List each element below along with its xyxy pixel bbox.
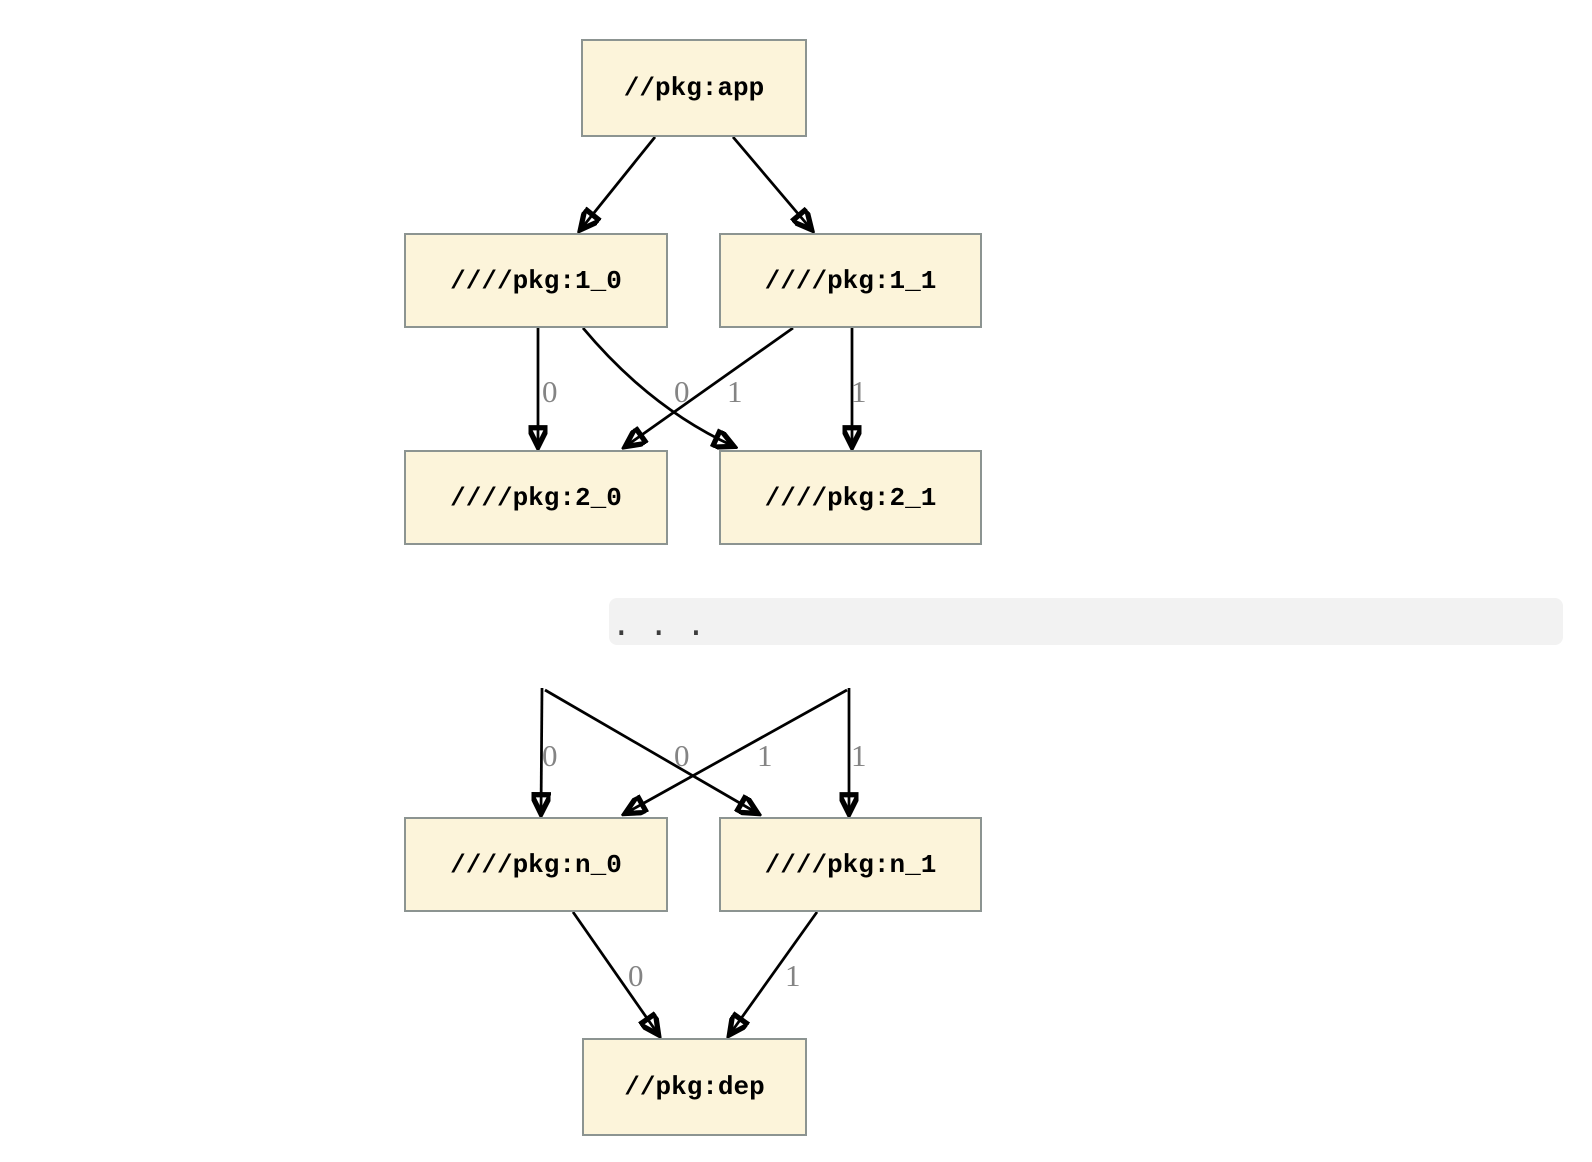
node-pkg-2_0-label: ////pkg:2_0 <box>450 482 622 513</box>
node-pkg-dep: //pkg:dep <box>582 1038 807 1136</box>
node-pkg-n_0: ////pkg:n_0 <box>404 817 668 912</box>
node-pkg-n_1-label: ////pkg:n_1 <box>764 849 937 880</box>
node-pkg-app-label: //pkg:app <box>623 73 765 103</box>
edge-app-to-1_1 <box>731 136 811 229</box>
edge-n_0-to-dep <box>571 911 658 1034</box>
edge-elided-to-n_0-cross <box>626 688 848 813</box>
elided-levels-band <box>609 598 1563 645</box>
edge-elided-to-n_0-straight <box>541 687 542 813</box>
node-pkg-1_0-label: ////pkg:1_0 <box>450 265 622 296</box>
edge-label-1_0-2_1: 1 <box>727 374 743 409</box>
node-pkg-1_1: ////pkg:1_1 <box>719 233 982 328</box>
node-pkg-n_0-label: ////pkg:n_0 <box>450 849 622 880</box>
node-pkg-1_1-label: ////pkg:1_1 <box>764 265 937 296</box>
node-pkg-dep-label: //pkg:dep <box>624 1072 765 1102</box>
edge-label-1_1-2_1: 1 <box>851 374 867 409</box>
edge-elided-to-n_1-cross <box>544 688 757 813</box>
node-pkg-1_0: ////pkg:1_0 <box>404 233 668 328</box>
edge-label-1_1-2_0: 0 <box>674 374 690 409</box>
edge-label-elided-n_0-left: 0 <box>542 738 558 773</box>
node-pkg-2_1-label: ////pkg:2_1 <box>764 482 937 513</box>
edge-label-n_0-dep: 0 <box>628 958 644 993</box>
edge-label-1_0-2_0: 0 <box>542 374 558 409</box>
ellipsis-dots: . . . <box>612 607 706 643</box>
node-pkg-2_1: ////pkg:2_1 <box>719 450 982 545</box>
edge-label-n_1-dep: 1 <box>785 958 801 993</box>
node-pkg-2_0: ////pkg:2_0 <box>404 450 668 545</box>
node-pkg-app: //pkg:app <box>581 39 807 137</box>
edge-label-elided-n_1-mid: 1 <box>757 738 773 773</box>
edge-1_0-to-2_1 <box>581 327 733 446</box>
node-pkg-n_1: ////pkg:n_1 <box>719 817 982 912</box>
edge-1_1-to-2_0 <box>626 326 794 446</box>
edge-n_1-to-dep <box>730 911 819 1034</box>
edge-label-elided-n_0-mid: 0 <box>674 738 690 773</box>
edge-app-to-1_0 <box>581 136 657 229</box>
edge-label-elided-n_1-right: 1 <box>851 738 867 773</box>
